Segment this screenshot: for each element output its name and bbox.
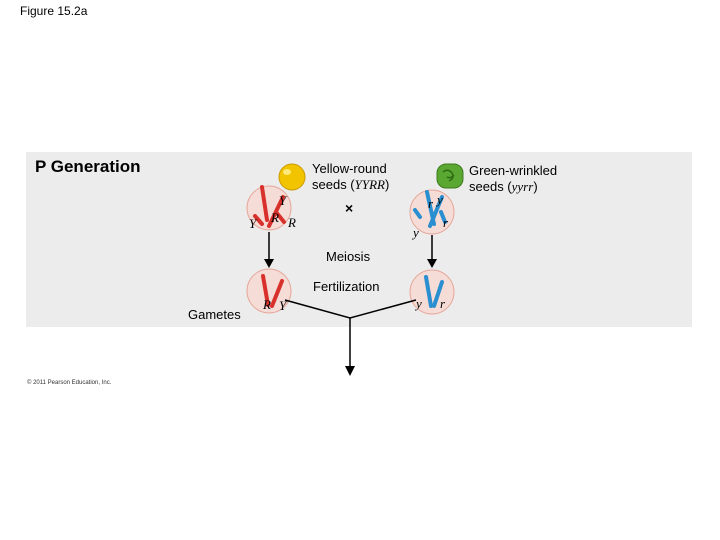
green-wrinkled-seed (436, 163, 464, 189)
allele-yy-upper: y (437, 192, 443, 207)
gamete-cell-ry (246, 268, 292, 314)
green-wrinkled-label: Green-wrinkled seeds (yyrr) (469, 163, 558, 194)
allele-rr-lower: r (443, 215, 449, 230)
parent-cell-yyrr-dominant (246, 185, 292, 231)
allele-r-upper: R (271, 210, 279, 225)
gamete-allele-r-recessive: r (440, 296, 446, 311)
gamete-cell-yr (409, 269, 455, 315)
generation-title: P Generation (35, 157, 141, 176)
fertilization-label: Fertilization (313, 279, 380, 294)
allele-r-lower: R (288, 215, 296, 230)
copyright-notice: © 2011 Pearson Education, Inc. (27, 380, 112, 386)
meiosis-arrow-left (264, 232, 274, 268)
figure-panel (26, 152, 692, 327)
slide-title: Figure 15.2a (20, 4, 88, 18)
allele-y-lower: Y (249, 216, 257, 231)
allele-y-upper: Y (279, 193, 287, 208)
gamete-allele-y: Y (279, 298, 287, 313)
parent-cell-yyrr-recessive (409, 189, 455, 235)
gamete-allele-y-recessive: y (416, 296, 422, 311)
yellow-round-seed (278, 163, 306, 191)
meiosis-arrow-right (427, 235, 437, 268)
fertilization-arrow (284, 299, 417, 376)
allele-rr-upper: r (428, 196, 434, 211)
yellow-round-label: Yellow-round seeds (YYRR) (312, 161, 390, 192)
meiosis-label: Meiosis (326, 249, 371, 264)
cross-symbol: × (345, 200, 354, 216)
allele-yy-lower: y (413, 225, 419, 240)
gamete-allele-r: R (263, 297, 271, 312)
gametes-label: Gametes (188, 307, 241, 322)
